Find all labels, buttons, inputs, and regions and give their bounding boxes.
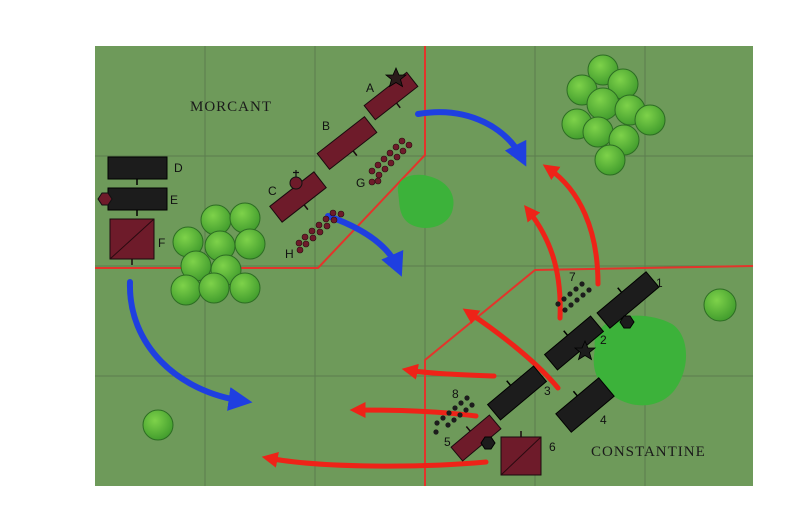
unit-2: 2 [543, 315, 607, 371]
unit-e-label: E [170, 193, 178, 207]
unit-8: 8 [433, 387, 475, 435]
unit-g-label: G [356, 176, 365, 190]
unit-1: 1 [596, 271, 663, 329]
woods-northeast [561, 54, 666, 176]
unit-d-label: D [174, 161, 183, 175]
unit-7-label: 7 [569, 270, 576, 284]
unit-3: 3 [486, 365, 551, 421]
unit-5-label: 5 [444, 435, 451, 449]
unit-g: G [356, 137, 413, 190]
unit-4-label: 4 [600, 413, 607, 427]
woods-west [170, 202, 266, 306]
unit-c: C [268, 170, 327, 223]
unit-f-label: F [158, 236, 165, 250]
unit-f: F [109, 218, 165, 265]
unit-3-label: 3 [544, 384, 551, 398]
tree-east [703, 288, 737, 322]
leader-hex-icon [480, 436, 496, 450]
unit-6: 6 [500, 431, 556, 476]
unit-h-label: H [285, 247, 294, 261]
unit-b-label: B [322, 119, 330, 133]
morcant-movement-arrows [126, 109, 527, 411]
unit-a-label: A [366, 81, 374, 95]
unit-d: D [107, 156, 183, 185]
unit-4: 4 [555, 377, 615, 433]
tree-southwest [142, 409, 174, 441]
hill-center [397, 174, 454, 228]
unit-5: 5 [444, 414, 502, 462]
unit-8-label: 8 [452, 387, 459, 401]
unit-1-label: 1 [656, 276, 663, 290]
unit-2-label: 2 [600, 333, 607, 347]
leader-hex-icon [619, 315, 635, 329]
general-star-icon [573, 339, 597, 361]
army-label-constantine: CONSTANTINE [591, 444, 706, 460]
unit-b: B [316, 115, 378, 171]
unit-e: E [97, 187, 178, 216]
unit-7: 7 [555, 270, 592, 313]
unit-c-label: C [268, 184, 277, 198]
unit-6-label: 6 [549, 440, 556, 454]
army-label-morcant: MORCANT [190, 99, 272, 115]
unit-h: H [285, 209, 345, 261]
unit-a: A [363, 66, 419, 121]
leader-hex-icon [97, 192, 113, 206]
leader-marker-icon [289, 176, 303, 190]
general-star-icon [384, 66, 408, 88]
hill-east [593, 315, 687, 406]
